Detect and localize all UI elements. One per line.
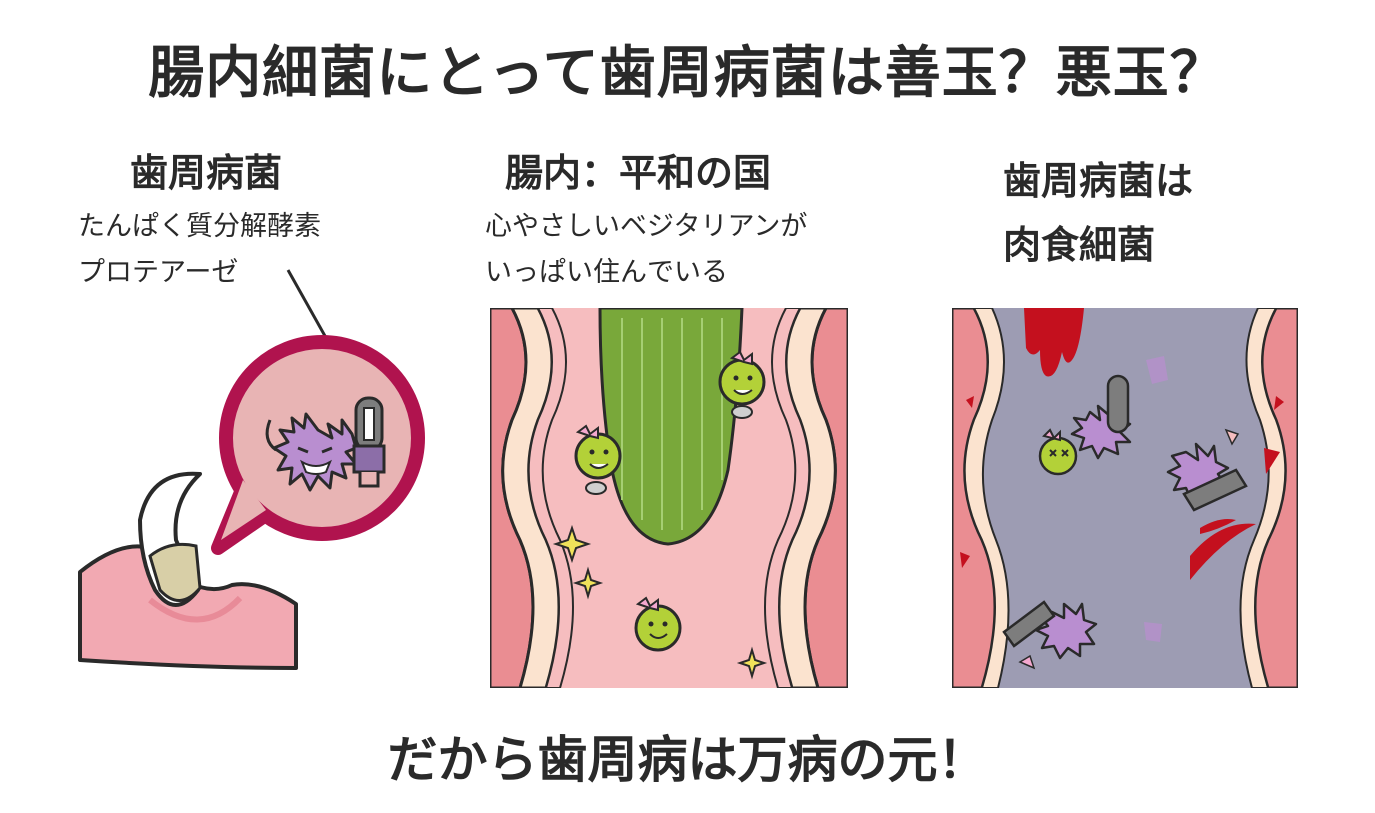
tooth-gum-illustration [78,471,298,670]
magnify-bubble [211,335,425,555]
panel2-caption-line2: いっぱい住んでいる [485,257,728,288]
panel3-heading-line1: 歯周病菌は [1003,159,1194,203]
footer-conclusion: だから歯周病は万病の元！ [387,731,988,789]
bad-bacterium-chainsaw-icon [1002,600,1098,660]
panel3-heading-line2: 肉食細菌 [1003,223,1156,267]
bad-bacterium-chainsaw-icon [1166,442,1248,512]
sparkle-icon [552,524,768,680]
panel1-heading: 歯周病菌 [130,151,283,195]
bad-bacterium-chainsaw-icon [1038,374,1132,476]
good-bacterium-icon [718,350,766,419]
page-title: 腸内細菌にとって歯周病菌は善玉？悪玉？ [148,41,1227,106]
panel2-heading: 腸内：平和の国 [505,151,772,195]
chainsaw-icon [352,396,386,488]
good-bacterium-icon [634,596,682,652]
damaged-intestine-illustration [952,308,1298,688]
panel1-caption-line2: プロテアーゼ [78,257,239,288]
bad-bacterium-icon [265,412,358,492]
panel2-caption-line1: 心やさしいベジタリアンが [485,211,808,242]
tooth-root-exposed [148,542,202,602]
good-bacterium-icon [574,424,622,495]
panel1-caption-line1: たんぱく質分解酵素 [78,211,321,242]
